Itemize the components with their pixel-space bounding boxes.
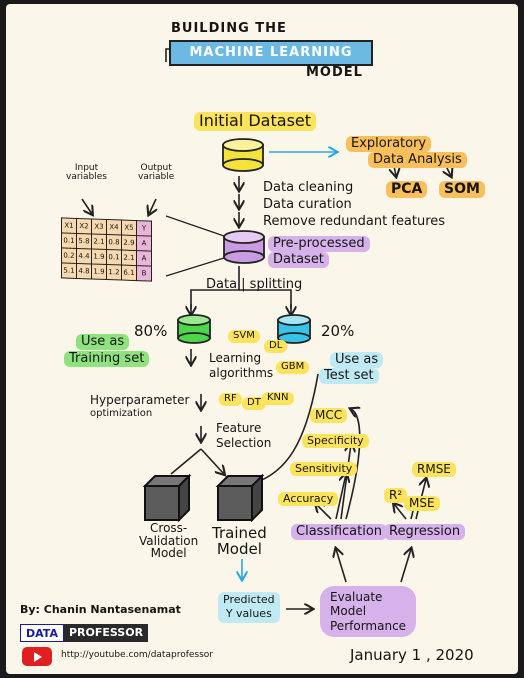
title-banner: MACHINE LEARNING [169,40,373,66]
test-set-cylinder-icon [277,314,311,344]
metric-mse: MSE [404,496,440,511]
preprocessed-label-line2: Dataset [268,252,329,268]
table-cell: X1 [61,217,77,234]
table-cell: 1.2 [106,264,122,281]
table-cell: 0.8 [106,234,122,251]
youtube-icon [22,647,52,666]
table-cell: 5.1 [61,262,77,279]
logo-part-data: DATA [20,624,64,642]
step-remove-redundant: Remove redundant features [263,214,446,229]
algo-dl: DL [264,340,288,353]
classification-label: Classification [291,524,388,540]
pca-label: PCA [386,181,428,198]
initial-dataset-label: Initial Dataset [194,112,317,131]
table-cell: 1.9 [91,263,107,280]
data-splitting-label: Data | splitting [206,277,303,292]
table-cell: 0.1 [61,232,77,249]
training-label-line1: Use as [76,334,130,350]
table-cell: X5 [121,220,137,236]
eda-label-line2: Data Analysis [368,152,467,168]
training-set-cylinder-icon [177,314,211,344]
sample-data-table: X1 X2 X3 X4 X5 Y 0.1 5.8 2.1 0.8 2.9 A 0… [61,217,152,282]
infographic-canvas: BUILDING THE MACHINE LEARNING MODEL Init… [6,4,518,674]
data-professor-logo: DATA PROFESSOR [20,624,149,642]
learning-label-line2: algorithms [209,366,274,380]
table-cell: X4 [106,219,122,236]
hyperparameter-label-line2: optimization [90,408,153,419]
preprocessed-dataset-cylinder-icon [223,230,265,264]
table-cell: B [136,265,152,282]
table-cell: 0.1 [106,249,122,266]
table-cell: X2 [76,218,92,234]
algo-rf: RF [219,393,242,406]
algo-svm: SVM [228,330,260,343]
regression-label: Regression [384,524,466,540]
table-row: 5.1 4.8 1.9 1.2 6.1 B [61,262,152,282]
metric-rmse: RMSE [412,462,456,477]
preprocessed-label-line1: Pre-processed [268,236,370,252]
date-label: January 1 , 2020 [350,646,474,664]
table-cell: 4.8 [76,263,92,279]
table-cell: 2.9 [121,235,137,251]
metric-sensitivity: Sensitivity [290,462,358,476]
table-cell: 4.4 [76,248,92,264]
step-data-cleaning: Data cleaning [263,180,354,195]
feature-selection-line1: Feature [216,421,262,435]
algo-dt: DT [242,397,266,410]
metric-mcc: MCC [310,408,348,423]
initial-dataset-cylinder-icon [222,138,264,172]
test-label-line2: Test set [319,368,379,384]
training-label-line2: Training set [64,351,150,367]
trained-model-cube-icon [215,473,265,522]
learning-label-line1: Learning [209,351,262,365]
title-line3: MODEL [306,65,363,80]
step-data-curation: Data curation [263,197,352,212]
training-percent: 80% [134,322,168,340]
metric-accuracy: Accuracy [278,492,339,506]
table-cell: 1.9 [91,248,107,265]
table-cell: Y [136,220,152,237]
feature-selection-line2: Selection [216,436,272,450]
table-cell: A [136,250,152,267]
hyperparameter-label-line1: Hyperparameter [90,393,190,407]
metric-r2: R² [384,488,408,503]
cv-model-cube-icon [142,473,192,522]
author-credit: By: Chanin Nantasenamat [20,603,181,616]
table-cell: 5.8 [76,233,92,249]
algo-knn: KNN [262,392,294,405]
algo-gbm: GBM [276,361,310,374]
table-cell: 0.2 [61,247,77,264]
table-cell: A [136,235,152,252]
som-label: SOM [439,181,485,198]
eda-label-line1: Exploratory [346,136,432,152]
test-label-line1: Use as [330,352,384,368]
title-line1: BUILDING THE [171,21,287,36]
metric-specificity: Specificity [302,434,369,448]
table-cell: 6.1 [121,265,137,281]
table-cell: 2.1 [121,250,137,266]
logo-part-professor: PROFESSOR [63,624,149,642]
test-percent: 20% [321,322,355,340]
youtube-url-link[interactable]: http://youtube.com/dataprofessor [61,650,213,660]
table-cell: 2.1 [91,233,107,250]
table-cell: X3 [91,218,107,235]
